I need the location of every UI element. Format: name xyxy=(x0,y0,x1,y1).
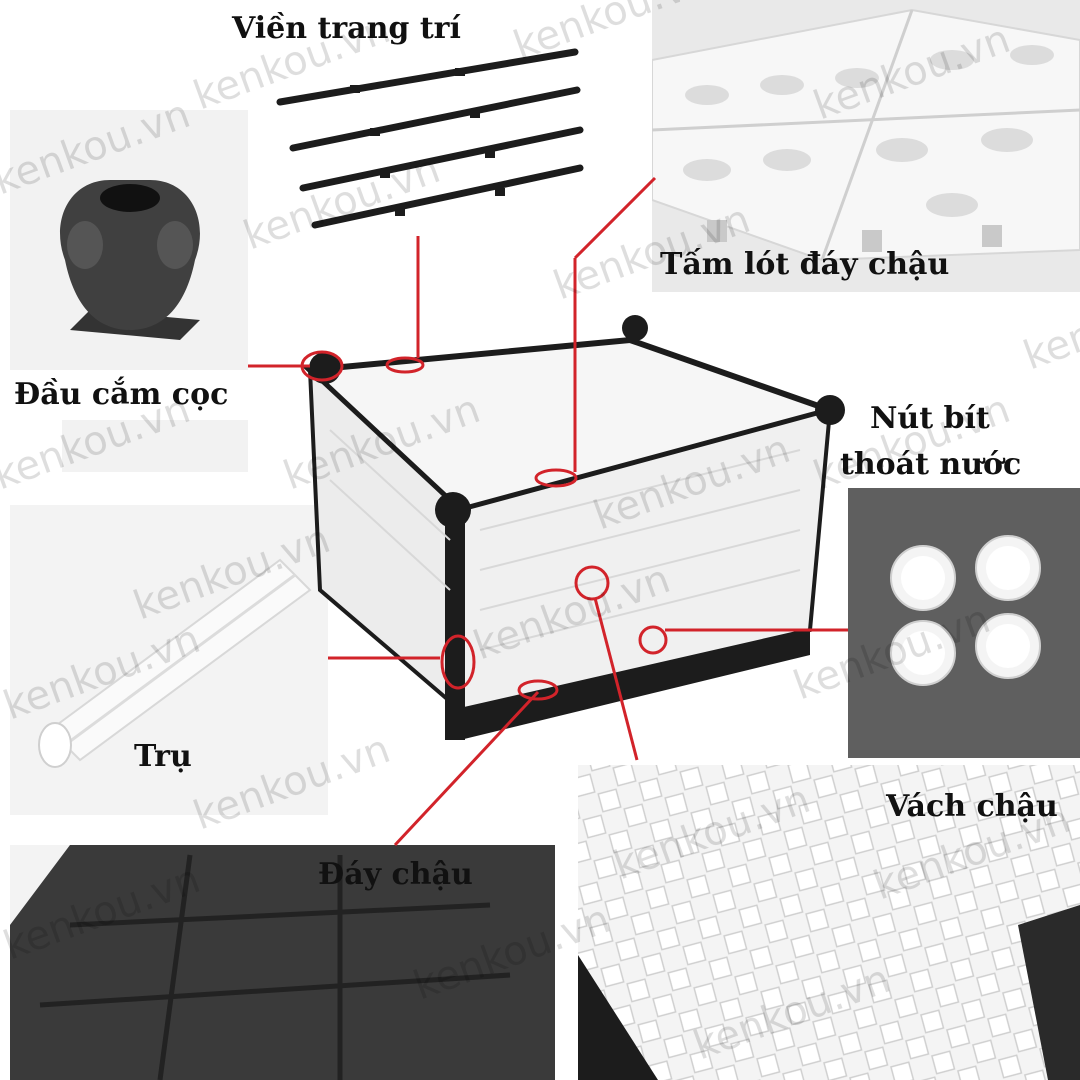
post-cap-label-backdrop xyxy=(62,420,248,472)
watermark-text: kenkou.vn xyxy=(788,596,996,709)
watermark-text: kenkou.vn xyxy=(408,896,616,1009)
post-cap-label: Đầu cắm cọc xyxy=(14,377,229,412)
watermark-text: kenkou.vn xyxy=(0,616,206,729)
drain-plugs-illustration xyxy=(890,535,1041,686)
trim-strips-illustration xyxy=(276,48,584,229)
pot-wall-photo xyxy=(578,765,1080,1080)
watermark-text: kenkou.vn xyxy=(808,386,1016,499)
post-illustration xyxy=(38,558,312,768)
watermark-text: kenkou.vn xyxy=(0,856,206,969)
watermark-text: kenkou.vn xyxy=(608,776,816,889)
base-mat-illustration xyxy=(652,8,1080,262)
trim-label: Viền trang trí xyxy=(232,11,461,46)
pot-bottom-label: Đáy chậu xyxy=(318,857,473,892)
drain-plug-label-line1: Nút bít xyxy=(870,401,990,436)
watermark-text: kenkou.vn xyxy=(468,556,676,669)
watermark-text: kenkou.vn xyxy=(1018,266,1080,379)
post-label: Trụ xyxy=(134,739,192,774)
base-mat-label: Tấm lót đáy chậu xyxy=(660,247,950,282)
post-photo xyxy=(10,505,328,815)
pot-bottom-illustration xyxy=(10,845,555,1080)
pot-wall-label: Vách chậu xyxy=(886,789,1058,824)
watermark-text: kenkou.vn xyxy=(188,6,396,119)
drain-plug-label-line2: thoát nước xyxy=(840,447,1022,482)
watermark-text: kenkou.vn xyxy=(868,796,1076,909)
watermark-text: kenkou.vn xyxy=(238,146,446,259)
watermark-text: kenkou.vn xyxy=(808,16,1016,129)
pot-wall-illustration xyxy=(578,765,1080,1080)
watermark-text: kenkou.vn xyxy=(188,726,396,839)
pot-bottom-photo xyxy=(10,845,555,1080)
watermark-text: kenkou.vn xyxy=(688,956,896,1069)
watermark-text: kenkou.vn xyxy=(0,386,196,499)
watermark-text: kenkou.vn xyxy=(128,516,336,629)
watermark-text: kenkou.vn xyxy=(548,196,756,309)
watermark-text: kenkou.vn xyxy=(588,426,796,539)
post-cap-photo xyxy=(10,110,248,370)
trim-strips-photo xyxy=(255,40,595,240)
watermark-text: kenkou.vn xyxy=(508,0,716,69)
base-mat-photo xyxy=(652,0,1080,292)
watermark-text: kenkou.vn xyxy=(278,386,486,499)
drain-plugs-photo xyxy=(848,488,1080,758)
post-cap-illustration xyxy=(60,180,200,340)
watermark-text: kenkou.vn xyxy=(0,91,196,204)
